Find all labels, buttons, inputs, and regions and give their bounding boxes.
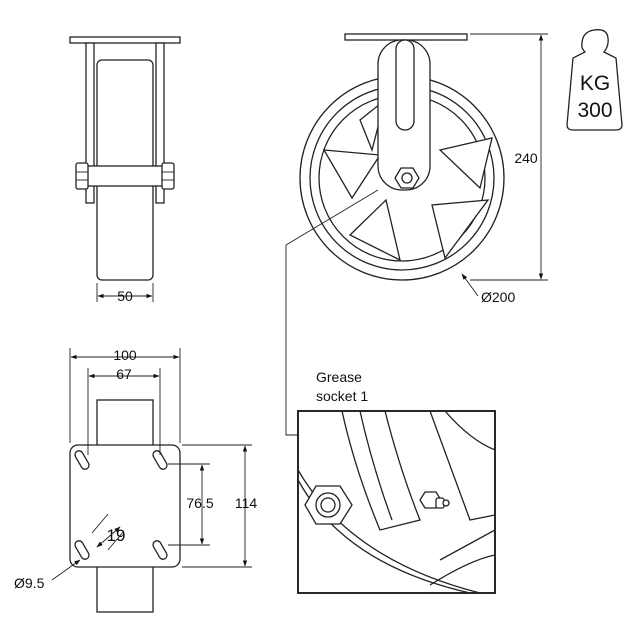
plate-width-label: 100 [113, 347, 137, 363]
diameter-leader [461, 273, 479, 297]
detail-frame [297, 410, 496, 594]
front-fork-right [155, 42, 165, 204]
mount-hole-br [152, 540, 168, 560]
load-value-label: 300 [577, 99, 612, 122]
hole-spacing-x-label: 67 [116, 366, 132, 382]
side-axle-nut [394, 167, 420, 189]
front-fork-left [85, 42, 95, 204]
hole-diameter-leader [51, 559, 81, 581]
side-top-plate [344, 33, 468, 41]
grease-nipple [419, 491, 450, 509]
front-top-plate [69, 36, 181, 44]
detail-axle-nut [304, 485, 353, 525]
front-view: 50 [69, 36, 181, 304]
detail-spoke [429, 411, 495, 521]
mount-hole-tr [152, 450, 168, 470]
side-fork-slot [395, 39, 415, 131]
detail-leader-line [285, 189, 379, 436]
front-axle [77, 165, 173, 187]
weight-icon [566, 29, 623, 131]
mount-hole-tl [74, 450, 90, 470]
callout-line-2: socket 1 [316, 388, 368, 404]
bottom-view: 100 67 76.5 114 19 Ø9.5 [14, 347, 258, 613]
hole-offset-dim-line [96, 526, 121, 548]
load-capacity-badge: KG 300 [566, 29, 623, 131]
hole-offset-label: 19 [107, 526, 126, 545]
wheel-diameter-label: Ø200 [481, 289, 515, 305]
load-unit-label: KG [580, 72, 610, 95]
total-height-label: 240 [514, 150, 538, 166]
hole-diameter-label: Ø9.5 [14, 575, 45, 591]
detail-fork-body [341, 411, 421, 531]
spoke-openings [322, 98, 493, 262]
front-axle-nut-left [75, 162, 89, 190]
plate-length-label: 114 [235, 495, 258, 511]
mount-hole-bl [74, 540, 90, 560]
callout-line-1: Grease [316, 369, 362, 385]
hole-spacing-y-label: 76.5 [186, 495, 213, 511]
side-view: 240 Ø200 [285, 33, 548, 436]
wheel-width-label: 50 [117, 288, 133, 304]
grease-socket-detail: Grease socket 1 [297, 369, 496, 594]
front-axle-nut-right [161, 162, 175, 190]
